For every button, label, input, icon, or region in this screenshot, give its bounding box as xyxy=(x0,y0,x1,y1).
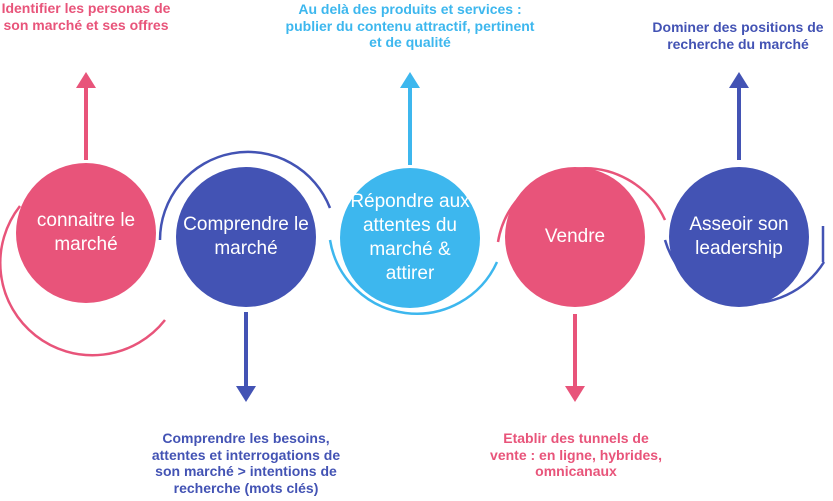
step-3-note: Au delà des produits et services : publi… xyxy=(285,1,535,50)
step-3-label: Répondre aux attentes du marché & attire… xyxy=(350,191,470,284)
circle-step-2 xyxy=(176,167,316,307)
step-4-note: Etablir des tunnels de vente : en ligne,… xyxy=(490,430,662,479)
arc-step-1 xyxy=(0,205,166,357)
arrow-up-step-1 xyxy=(76,72,96,160)
circle-step-3 xyxy=(340,168,480,308)
arrow-up-step-3 xyxy=(400,72,420,165)
arrow-down-step-4 xyxy=(565,314,585,402)
circle-step-4 xyxy=(505,167,645,307)
step-2-label: Comprendre le marché xyxy=(183,214,309,259)
circle-step-1 xyxy=(16,163,156,303)
arrow-down-step-2 xyxy=(236,312,256,402)
step-1-note: Identifier les personas de son marché et… xyxy=(1,0,171,33)
step-1-label: connaitre le marché xyxy=(36,210,136,255)
step-5-label: Asseoir son leadership xyxy=(689,214,789,259)
arc-step-2 xyxy=(158,150,332,241)
step-4-label: Vendre xyxy=(544,226,606,247)
arc-step-3 xyxy=(328,239,499,315)
step-5-note: Dominer des positions de recherche du ma… xyxy=(652,19,824,52)
circle-step-5 xyxy=(669,167,809,307)
arrow-up-step-5 xyxy=(729,72,749,160)
step-2-note: Comprendre les besoins, attentes et inte… xyxy=(151,430,341,496)
